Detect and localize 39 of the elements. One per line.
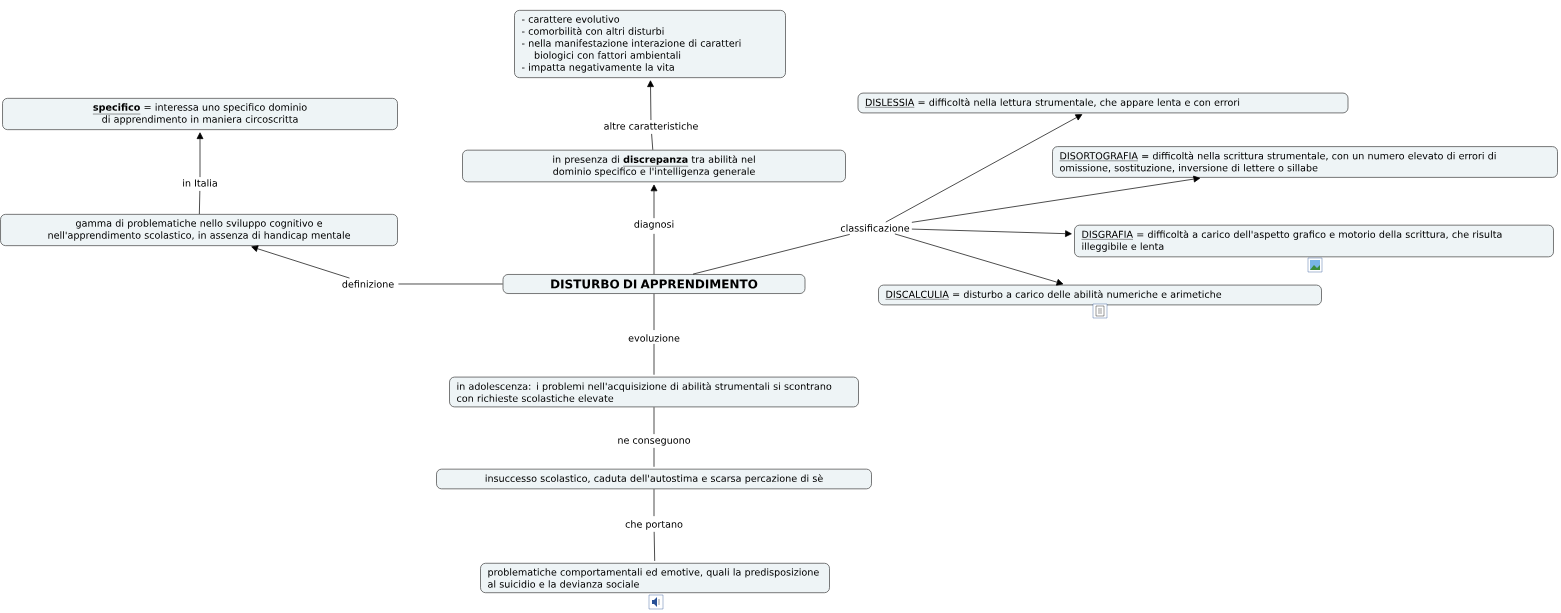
connector-line xyxy=(199,190,201,215)
concept-box: DISTURBO DI APPRENDIMENTO xyxy=(502,274,806,294)
linking-phrase: classificazione xyxy=(838,222,912,234)
concept-box: DISLESSIA = difficoltà nella lettura strumentale, che appare lenta e con errori xyxy=(857,92,1349,114)
linking-phrase: che portano xyxy=(623,518,685,532)
arrow xyxy=(894,233,1064,286)
connector-line xyxy=(653,531,656,562)
arrow xyxy=(650,184,658,219)
concept-box: insuccesso scolastico, caduta dell'autostima e scarsa percazione di sè xyxy=(436,468,872,490)
concept-box: DISCALCULIA = disturbo a carico delle abilità numeriche e arimetiche xyxy=(878,284,1322,306)
linking-phrase: altre caratteristiche xyxy=(601,120,701,132)
connector-line xyxy=(692,234,851,275)
linking-phrase: evoluzione xyxy=(626,332,682,344)
linking-phrase: definizione xyxy=(339,278,397,290)
connector-line xyxy=(653,447,655,468)
arrow xyxy=(647,80,654,121)
arrow xyxy=(911,175,1201,223)
connector-line xyxy=(398,283,503,285)
connector-line xyxy=(653,233,655,275)
linking-phrase: diagnosi xyxy=(631,218,677,232)
connector-line xyxy=(653,293,655,331)
connector-line xyxy=(653,406,655,435)
arrow xyxy=(196,132,204,178)
arrow xyxy=(251,245,350,279)
connector-line xyxy=(653,488,655,517)
linking-phrase: ne conseguono xyxy=(615,436,693,448)
connector-line xyxy=(653,343,655,376)
concept-box: in adolescenza: i problemi nell'acquisizione di abilità strumentali si scontrano con richieste scolastiche elevate xyxy=(449,376,859,408)
concept-box: specifico = interessa uno specifico dominio di apprendimento in maniera circoscritta xyxy=(2,98,398,130)
concept-box: DISORTOGRAFIA = difficoltà nella scrittura strumentale, con un numero elevato di errori di omissione, sostituzione, inversione di lettere o sillabe xyxy=(1052,146,1558,178)
concept-box: in presenza di discrepanza tra abilità nel dominio specifico e l'intelligenza generale xyxy=(462,149,846,183)
arrow xyxy=(885,114,1083,223)
concept-box: - carattere evolutivo - comorbilità con altri disturbi - nella manifestazione interazione di caratteri biologici con fattori ambientali - impatta negativamente la vita xyxy=(514,10,786,78)
concept-box: problematiche comportamentali ed emotive, quali la predisposizione al suicidio e la devianza sociale xyxy=(480,562,830,594)
concept-box: DISGRAFIA = difficoltà a carico dell'aspetto grafico e motorio della scrittura, che risulta illeggibile e lenta xyxy=(1074,224,1554,258)
linking-phrase: in Italia xyxy=(180,177,220,189)
concept-box: gamma di problematiche nello sviluppo cognitivo e nell'apprendimento scolastico, in assenza di handicap mentale xyxy=(0,214,398,246)
arrow xyxy=(911,228,1072,237)
connector-line xyxy=(651,133,654,151)
